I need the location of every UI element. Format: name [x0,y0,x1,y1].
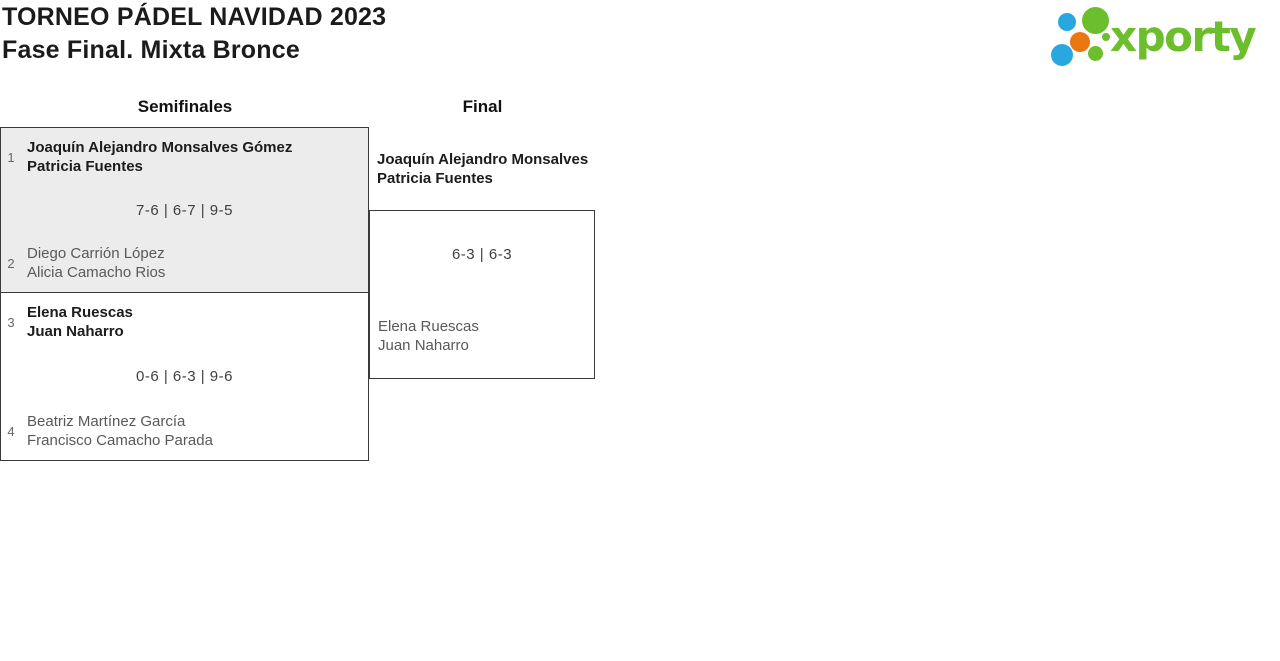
logo-dot-green-large-icon [1082,7,1109,34]
final-winner-team: Joaquín Alejandro Monsalves Patricia Fue… [377,150,595,188]
team-name-line: Joaquín Alejandro Monsalves [377,151,589,168]
team-entry-seed-4: 4 Beatriz Martínez García Francisco Cama… [1,412,368,450]
page-subtitle: Fase Final. Mixta Bronce [2,36,300,64]
logo-dot-green-tiny-icon [1102,33,1110,41]
team-name-line: Juan Naharro [378,337,469,354]
logo-dot-green-small-icon [1088,46,1103,61]
xporty-logo[interactable]: xporty [1045,0,1280,72]
team-names: Elena Ruescas Juan Naharro [27,303,133,341]
logo-dot-blue-small-icon [1058,13,1076,31]
final-match-score: 6-3 | 6-3 [451,246,513,263]
team-name-line: Beatriz Martínez García [27,413,186,430]
seed-number: 4 [7,423,15,439]
semifinal-match-2: 3 Elena Ruescas Juan Naharro 0-6 | 6-3 |… [0,292,369,461]
match-score: 7-6 | 6-7 | 9-5 [135,201,233,219]
final-match-box [369,210,595,379]
semifinal-match-1: 1 Joaquín Alejandro Monsalves Gómez Patr… [0,127,369,293]
final-runnerup-team: Elena Ruescas Juan Naharro [378,317,592,355]
team-names: Diego Carrión López Alicia Camacho Rios [27,244,165,282]
brand-wordmark: xporty [1110,12,1257,61]
team-entry-seed-3: 3 Elena Ruescas Juan Naharro [1,303,368,341]
team-names: Joaquín Alejandro Monsalves Gómez Patric… [27,138,292,176]
team-name-line: Diego Carrión López [27,245,165,262]
team-name-line: Elena Ruescas [378,318,479,335]
team-name-line: Juan Naharro [27,323,124,340]
page-title: TORNEO PÁDEL NAVIDAD 2023 [2,3,387,31]
round-header-semifinals: Semifinales [137,97,233,116]
match-score: 0-6 | 6-3 | 9-6 [135,368,233,385]
seed-number: 2 [7,255,15,271]
seed-number: 1 [7,149,15,165]
logo-dot-orange-icon [1070,32,1090,52]
seed-number: 3 [7,314,15,330]
team-entry-seed-1: 1 Joaquín Alejandro Monsalves Gómez Patr… [1,138,368,176]
team-name-line: Francisco Camacho Parada [27,432,213,449]
team-names: Beatriz Martínez García Francisco Camach… [27,412,213,450]
round-header-final: Final [462,97,503,116]
team-name-line: Alicia Camacho Rios [27,264,166,281]
team-name-line: Patricia Fuentes [27,158,143,175]
team-name-line: Joaquín Alejandro Monsalves Gómez [27,139,293,156]
team-entry-seed-2: 2 Diego Carrión López Alicia Camacho Rio… [1,244,368,282]
logo-dot-blue-large-icon [1051,44,1073,66]
team-name-line: Elena Ruescas [27,304,133,321]
team-name-line: Patricia Fuentes [377,170,493,187]
